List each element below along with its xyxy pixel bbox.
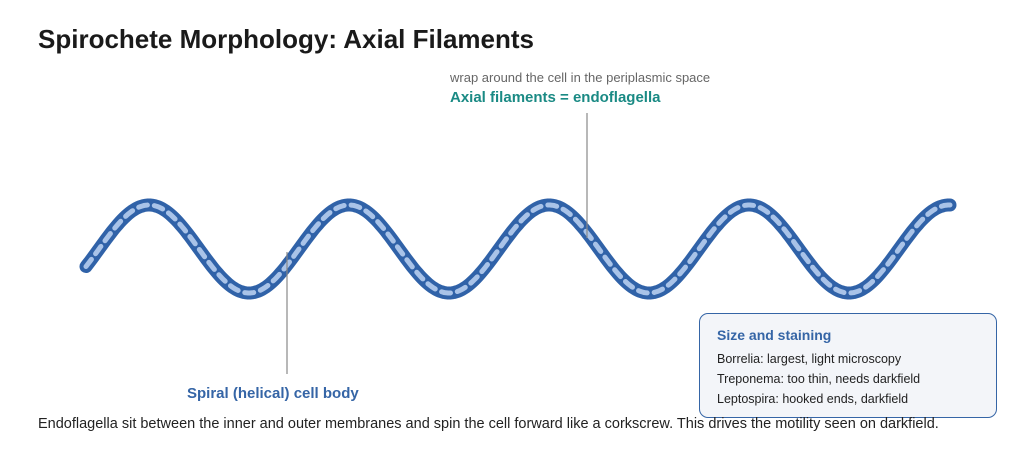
diagram-caption: Endoflagella sit between the inner and o…	[38, 416, 939, 432]
axial-filament-annotation-subtitle: wrap around the cell in the periplasmic …	[450, 70, 711, 85]
size-staining-info-box: Size and staining Borrelia: largest, lig…	[699, 313, 997, 418]
info-box-title: Size and staining	[717, 327, 832, 343]
info-box-line-treponema: Treponema: too thin, needs darkfield	[717, 372, 921, 386]
axial-filament	[83, 202, 953, 296]
info-box-line-leptospira: Leptospira: hooked ends, darkfield	[717, 392, 909, 406]
axial-filament-annotation-label: Axial filaments = endoflagella	[450, 89, 661, 106]
cell-body-annotation-label: Spiral (helical) cell body	[187, 385, 359, 402]
page-title: Spirochete Morphology: Axial Filaments	[38, 24, 534, 54]
info-box-line-borrelia: Borrelia: largest, light microscopy	[717, 352, 902, 366]
spirochete-cell-body	[79, 198, 957, 300]
